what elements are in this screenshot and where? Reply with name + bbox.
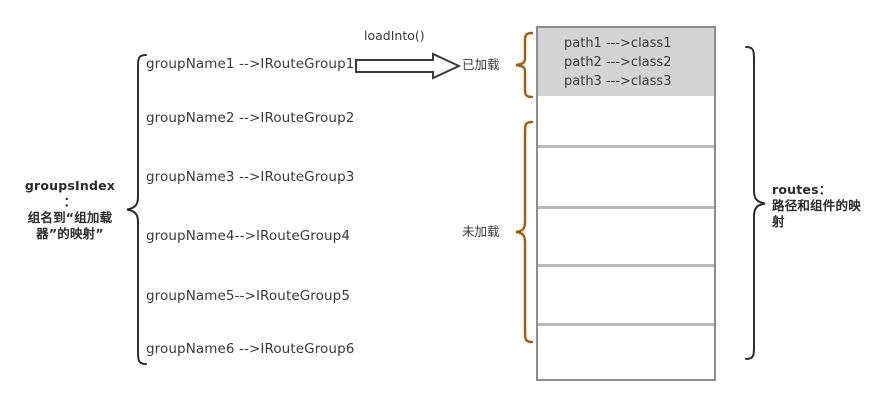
row-divider-2 [538,206,714,209]
route-entry-1: path1 --->class1 [564,36,672,51]
group-entry-6: groupName6 -->IRouteGroup6 [146,341,355,357]
table-row-empty-1 [538,96,714,145]
routes-description: 路径和组件的映射 [772,198,861,229]
load-into-label: loadInto() [364,28,425,43]
loaded-state-label: 已加载 [462,57,500,72]
routes-brace-icon [745,46,766,360]
table-row-empty-4 [538,267,714,323]
groups-index-brace-icon [126,54,147,365]
unloaded-state-label: 未加载 [462,224,500,239]
groups-index-colon: ： [63,194,77,209]
table-row-empty-3 [538,209,714,264]
groups-index-description: 组名到“组加载器”的映射” [27,210,113,241]
row-divider-4 [538,323,714,326]
group-entry-2: groupName2 -->IRouteGroup2 [146,110,355,126]
table-row-loaded: path1 --->class1 path2 --->class2 path3 … [538,28,714,96]
loaded-brace-icon [515,31,534,99]
group-entry-4: groupName4-->IRouteGroup4 [146,228,351,244]
loaded-routes-list: path1 --->class1 path2 --->class2 path3 … [538,34,671,91]
routes-label: routes： 路径和组件的映射 [772,182,872,230]
row-divider-1 [538,145,714,148]
routes-name: routes： [772,182,832,197]
table-row-empty-5 [538,326,714,379]
load-into-arrow-icon [355,52,461,80]
group-entry-3: groupName3 -->IRouteGroup3 [146,169,355,185]
unloaded-brace-icon [515,120,534,344]
route-entry-3: path3 --->class3 [564,74,672,89]
group-entry-1: groupName1 -->IRouteGroup1 [146,56,355,72]
table-row-empty-2 [538,148,714,206]
groups-index-label: groupsIndex ： 组名到“组加载器”的映射” [14,178,126,242]
groups-index-name: groupsIndex [24,178,116,193]
route-entry-2: path2 --->class2 [564,55,672,70]
routes-table: path1 --->class1 path2 --->class2 path3 … [536,26,716,381]
row-divider-3 [538,264,714,267]
group-entry-5: groupName5-->IRouteGroup5 [146,288,351,304]
